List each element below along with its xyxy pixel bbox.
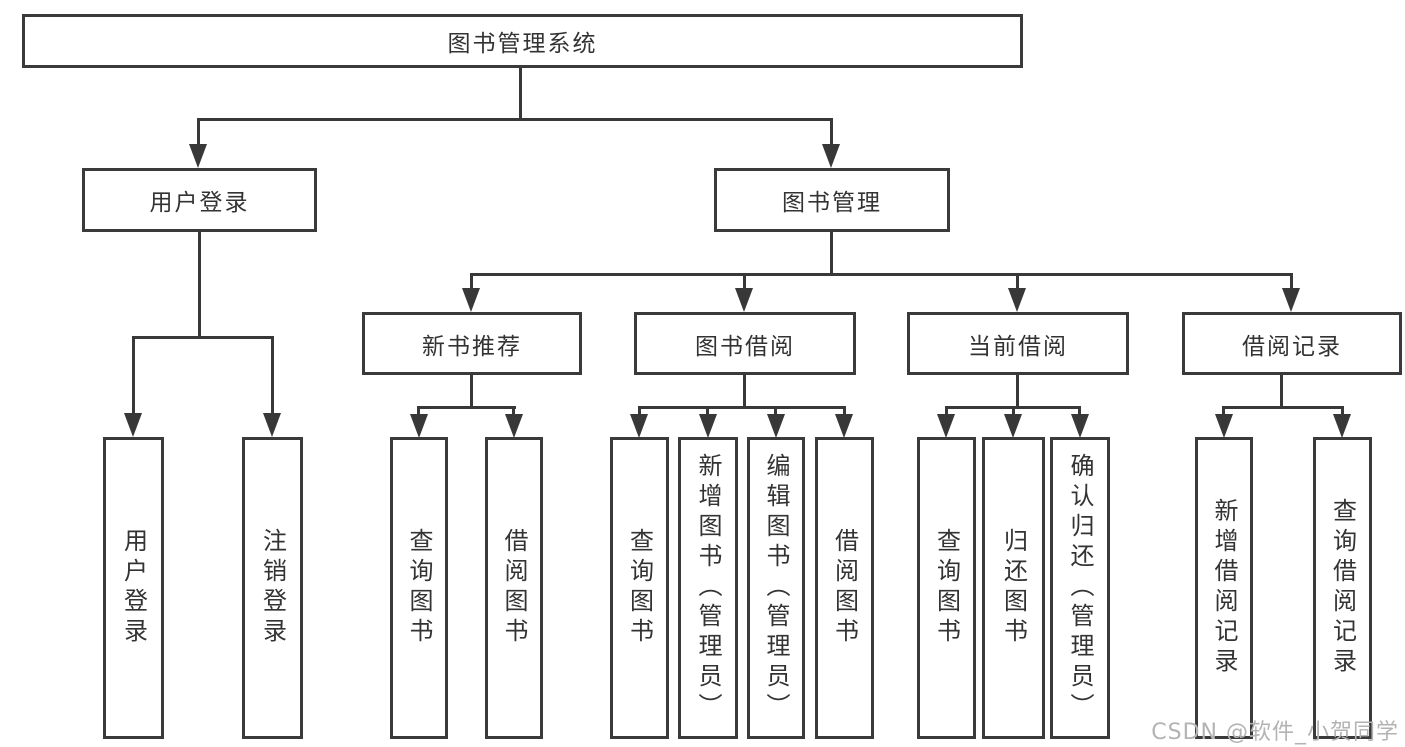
arrow-down-icon [735, 288, 753, 312]
arrow-down-icon [630, 414, 648, 438]
connector-stem [774, 406, 777, 416]
connector-stem [1290, 273, 1293, 291]
arrow-down-icon [1333, 414, 1351, 438]
node-nbr-borrow-books: 借阅图书 [485, 437, 543, 739]
arrow-down-icon [1004, 414, 1022, 438]
node-bb-edit-books: 编辑图书（管理员） [747, 437, 805, 739]
arrow-down-icon [835, 414, 853, 438]
connector-bookmgmt-drop [830, 232, 833, 275]
csdn-watermark: CSDN @软件_小贺同学 [1151, 720, 1399, 745]
node-bb-add-books: 新增图书（管理员） [678, 437, 738, 739]
connector-stem [132, 336, 135, 414]
connector-stem [1016, 273, 1019, 291]
connector-nbr-rail [417, 406, 516, 409]
connector-login-rail [132, 336, 274, 339]
connector-stem [743, 273, 746, 291]
connector-stem [945, 406, 948, 416]
node-label: 注销登录 [258, 528, 287, 648]
connector-level2-rail [197, 118, 833, 121]
node-book-borrowing: 图书借阅 [634, 312, 856, 375]
node-user-login: 用户登录 [103, 437, 164, 739]
connector-stem [706, 406, 709, 416]
connector-stem [1341, 406, 1344, 416]
connector-root-drop [519, 68, 522, 121]
node-label: 归还图书 [999, 528, 1028, 648]
node-br-query-record: 查询借阅记录 [1313, 437, 1372, 739]
node-cb-query-books: 查询图书 [917, 437, 976, 739]
arrow-down-icon [505, 414, 523, 438]
node-new-book-recommend: 新书推荐 [362, 312, 582, 375]
arrow-down-icon [124, 413, 142, 437]
node-label: 当前借阅 [968, 333, 1068, 360]
connector-stem [1222, 406, 1225, 416]
connector-level3-rail [470, 273, 1293, 276]
connector-stem [830, 118, 833, 146]
arrow-down-icon [1008, 288, 1026, 312]
connector-br-rail [1222, 406, 1344, 409]
arrow-down-icon [1282, 288, 1300, 312]
arrow-down-icon [410, 414, 428, 438]
node-label: 查询图书 [625, 528, 654, 648]
connector-stem [843, 406, 846, 416]
connector-br-drop [1280, 375, 1283, 408]
node-bb-borrow-books: 借阅图书 [815, 437, 874, 739]
arrow-down-icon [767, 414, 785, 438]
node-label: 借阅图书 [500, 528, 528, 648]
arrow-down-icon [1215, 414, 1233, 438]
node-br-add-record: 新增借阅记录 [1195, 437, 1253, 739]
connector-bb-drop [743, 375, 746, 408]
node-borrowing-records: 借阅记录 [1182, 312, 1402, 375]
node-label: 确认归还（管理员） [1066, 453, 1094, 723]
connector-cb-drop [1016, 375, 1019, 408]
node-label: 图书管理系统 [447, 31, 598, 57]
node-bb-query-books: 查询图书 [610, 437, 669, 739]
node-label: 查询借阅记录 [1328, 498, 1357, 678]
arrow-down-icon [699, 414, 717, 438]
node-system-root: 图书管理系统 [22, 14, 1023, 68]
node-logout-login: 注销登录 [242, 437, 303, 739]
connector-stem [1012, 406, 1015, 416]
node-label: 编辑图书（管理员） [762, 453, 790, 723]
connector-bb-rail [638, 406, 846, 409]
node-label: 新增借阅记录 [1210, 498, 1238, 678]
node-label: 借阅图书 [830, 528, 859, 648]
node-current-borrowing: 当前借阅 [907, 312, 1129, 375]
node-label: 用户登录 [149, 190, 250, 216]
node-label: 借阅记录 [1242, 333, 1342, 360]
node-label: 用户登录 [119, 528, 148, 648]
connector-stem [1078, 406, 1081, 416]
connector-stem [470, 273, 473, 291]
connector-stem [197, 118, 200, 146]
arrow-down-icon [822, 144, 840, 168]
arrow-down-icon [462, 288, 480, 312]
connector-login-drop [198, 232, 201, 338]
connector-stem [417, 406, 420, 416]
node-label: 查询图书 [405, 528, 433, 648]
node-label: 新书推荐 [422, 333, 522, 360]
connector-stem [638, 406, 641, 416]
arrow-down-icon [937, 414, 955, 438]
node-login-group: 用户登录 [82, 168, 317, 232]
node-nbr-query-books: 查询图书 [390, 437, 448, 739]
connector-nbr-drop [470, 375, 473, 408]
connector-stem [512, 406, 515, 416]
node-book-management: 图书管理 [714, 168, 950, 232]
arrow-down-icon [1071, 414, 1089, 438]
node-label: 查询图书 [932, 528, 961, 648]
arrow-down-icon [263, 413, 281, 437]
arrow-down-icon [189, 144, 207, 168]
node-cb-confirm-return: 确认归还（管理员） [1050, 437, 1110, 739]
node-cb-return-books: 归还图书 [982, 437, 1045, 739]
connector-stem [271, 336, 274, 414]
node-label: 图书管理 [782, 190, 882, 216]
node-label: 新增图书（管理员） [694, 453, 722, 723]
node-label: 图书借阅 [695, 333, 795, 360]
